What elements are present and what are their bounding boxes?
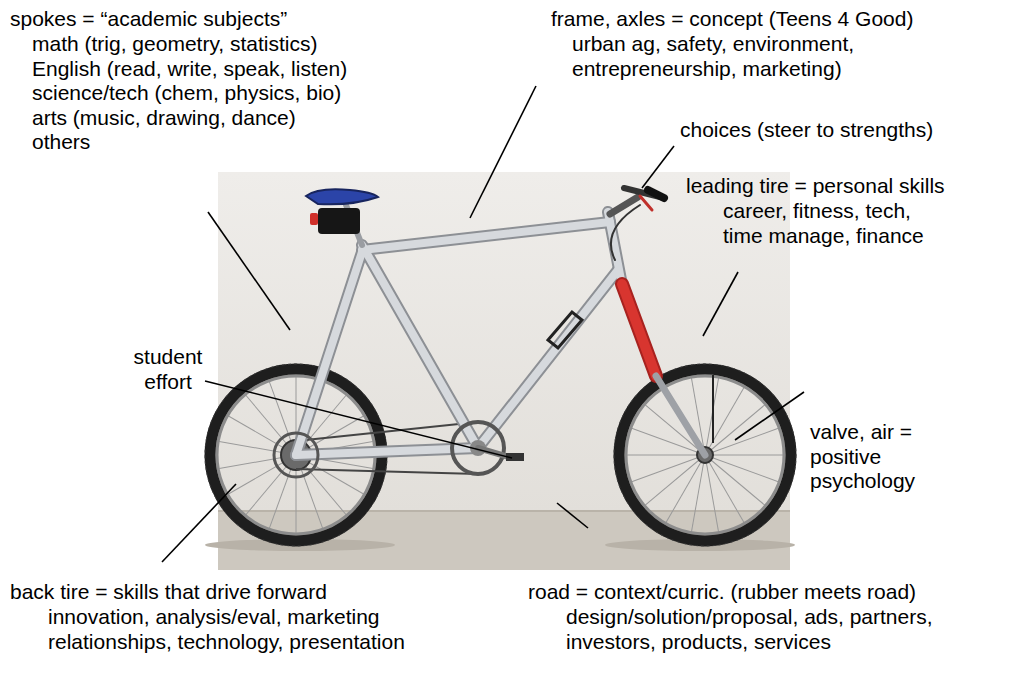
callout-label: choices (steer to strengths) [680,118,933,143]
front-fork [622,284,705,455]
callout-label: road = context/curric. (rubber meets roa… [528,580,916,605]
callout-label: science/tech (chem, physics, bio) [32,81,341,106]
wall [218,172,790,512]
callout-label: English (read, write, speak, listen) [32,57,347,82]
leader-line [735,392,804,440]
leader-line [703,272,738,336]
callout-label: arts (music, drawing, dance) [32,106,296,131]
callout-label: valve, air = positive psychology [810,420,922,494]
leader-line [205,381,512,458]
leader-line [470,86,536,218]
callout-label: career, fitness, tech, time manage, fina… [723,199,938,248]
front-wheel [614,364,796,546]
handlebar [610,188,664,260]
callout-label: others [32,130,90,155]
callout-label: student effort [126,345,210,394]
bike-frame [296,205,622,455]
leader-lines [162,86,804,562]
callout-label: innovation, analysis/eval, marketing rel… [48,605,426,654]
leader-line [642,146,674,188]
callout-label: design/solution/proposal, ads, partners,… [566,605,938,654]
callout-label: back tire = skills that drive forward [10,580,327,605]
bottle-cage [548,312,582,348]
saddle [306,189,378,234]
callout-label: frame, axles = concept (Teens 4 Good) [551,7,913,32]
leader-line [162,484,236,562]
callout-label: urban ag, safety, environment, entrepren… [572,32,872,81]
floor-edge [218,510,790,512]
callout-label: math (trig, geometry, statistics) [32,32,318,57]
leader-line [208,212,290,330]
leader-line [557,503,588,528]
callout-label: leading tire = personal skills [686,174,945,199]
callout-label: spokes = “academic subjects” [10,7,287,32]
